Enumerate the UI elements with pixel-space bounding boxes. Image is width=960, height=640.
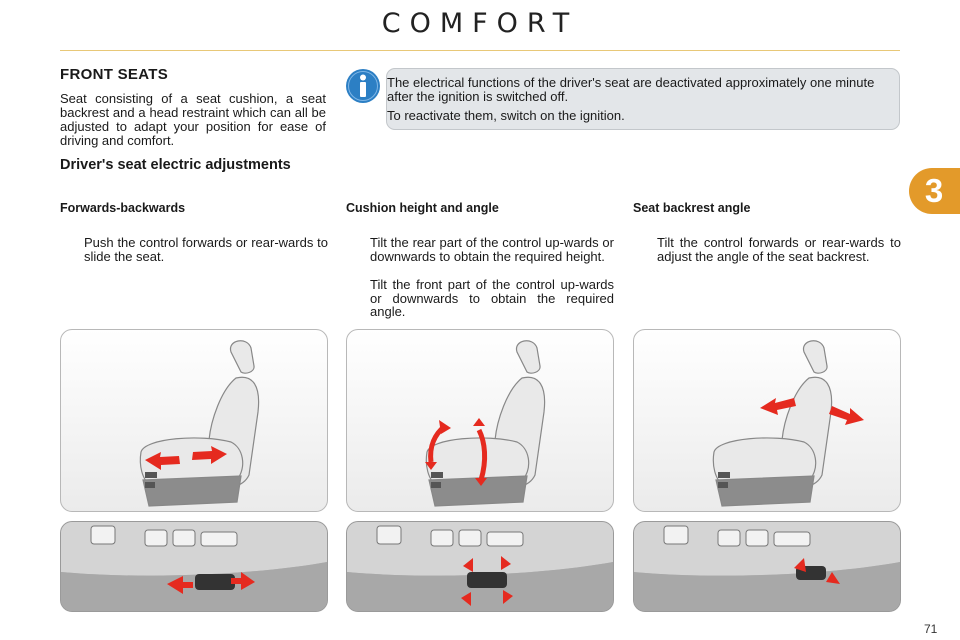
seat-illustration-forwards <box>60 329 328 512</box>
arrow-icon <box>461 556 513 606</box>
column-heading-forwards-backwards: Forwards-backwards <box>60 201 186 215</box>
door-control-forwards <box>60 521 328 612</box>
seat-icon <box>712 340 833 507</box>
intro-paragraph: Seat consisting of a seat cushion, a sea… <box>60 91 326 148</box>
seat-controls <box>431 472 443 488</box>
section-heading-front-seats: FRONT SEATS <box>60 66 169 83</box>
section-heading-driver-seat: Driver's seat electric adjustments <box>60 157 291 173</box>
info-text-2: To reactivate them, switch on the igniti… <box>387 108 625 123</box>
bullet-angle: Tilt the front part of the control up-wa… <box>370 278 614 319</box>
seat-control-switch <box>467 572 507 588</box>
arrow-icon <box>760 398 864 425</box>
arrow-icon <box>145 446 227 470</box>
info-text-1: The electrical functions of the driver's… <box>387 75 875 104</box>
seat-icon <box>139 340 260 507</box>
seat-control-switch <box>195 574 235 590</box>
seat-controls <box>145 472 157 488</box>
seat-illustration-cushion <box>346 329 614 512</box>
seat-illustration-backrest <box>633 329 901 512</box>
bullet-text: Tilt the rear part of the control up-war… <box>370 235 614 264</box>
chapter-number: 3 <box>924 172 944 209</box>
page-title: COMFORT <box>381 8 579 39</box>
column-heading-cushion: Cushion height and angle <box>346 201 499 215</box>
arrow-icon <box>794 558 806 572</box>
bullet-text: Push the control forwards or rear-wards … <box>84 235 328 264</box>
column-heading-backrest: Seat backrest angle <box>633 201 751 215</box>
title-divider <box>60 50 900 51</box>
page-number: 71 <box>924 622 938 636</box>
bullet-text: Tilt the control forwards or rear-wards … <box>657 235 901 264</box>
bullet-backrest: Tilt the control forwards or rear-wards … <box>657 236 901 263</box>
bullet-forwards: Push the control forwards or rear-wards … <box>84 236 328 263</box>
door-control-cushion <box>346 521 614 612</box>
seat-icon <box>425 340 546 507</box>
info-icon <box>346 69 380 103</box>
seat-controls <box>718 472 730 488</box>
arrow-icon <box>167 576 193 594</box>
bullet-height: Tilt the rear part of the control up-war… <box>370 236 614 263</box>
info-note: The electrical functions of the driver's… <box>386 68 900 130</box>
chapter-tab <box>909 168 960 214</box>
bullet-text: Tilt the front part of the control up-wa… <box>370 277 614 319</box>
door-control-backrest <box>633 521 901 612</box>
